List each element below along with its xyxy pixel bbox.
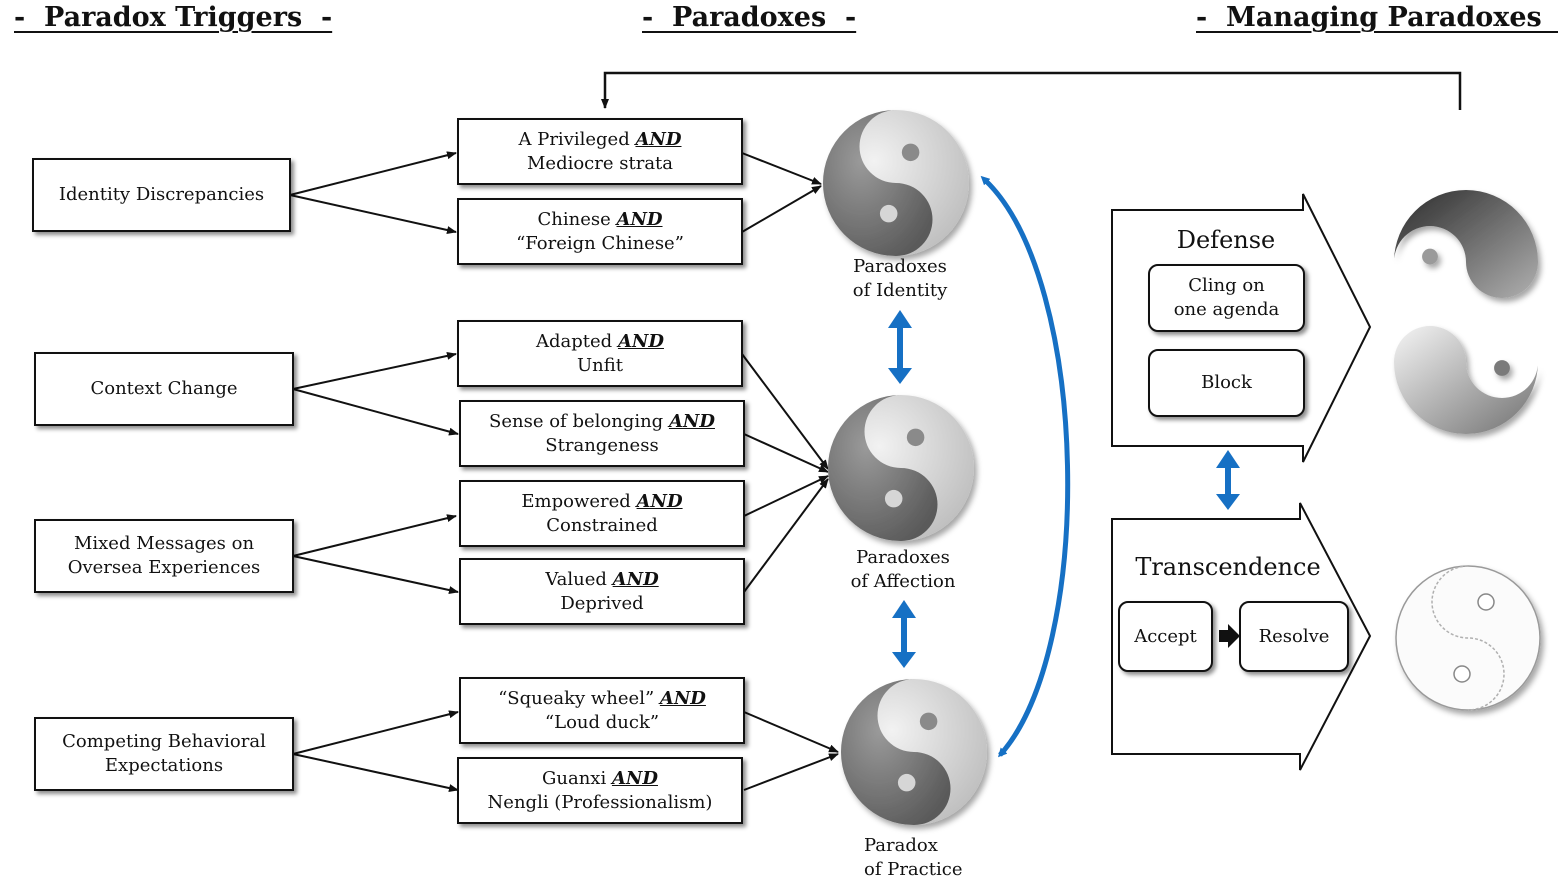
pair-box-adapted-unfit: Adapted AND Unfit <box>457 320 743 387</box>
paradox-label-line: of Affection <box>850 571 956 592</box>
trigger-arrow <box>292 710 459 755</box>
double-arrow-icon <box>892 600 916 668</box>
pair-term: Mediocre strata <box>526 152 674 174</box>
pair-term: “Loud duck” <box>544 711 660 733</box>
trigger-competing-expectations: Competing Behavioral Expectations <box>34 717 294 791</box>
accept-box: Accept <box>1118 601 1213 672</box>
pair-arrow <box>743 753 839 791</box>
pair-box-guanxi-nengli: Guanxi AND Nengli (Professionalism) <box>457 757 743 824</box>
trigger-mixed-messages: Mixed Messages on Oversea Experiences <box>34 519 294 593</box>
pair-box-empowered-constrained: Empowered AND Constrained <box>459 480 745 547</box>
pair-term: Strangeness <box>545 434 659 456</box>
pair-term: “Squeaky wheel” <box>498 687 655 709</box>
defense-title: Defense <box>1176 226 1276 254</box>
pair-box-chinese-foreign: Chinese AND “Foreign Chinese” <box>457 198 743 265</box>
pair-term: Empowered <box>521 490 631 512</box>
defense-item-line: one agenda <box>1173 299 1280 320</box>
paradox-label-line: Paradoxes <box>853 256 947 277</box>
resolve-label: Resolve <box>1258 625 1330 647</box>
pair-term: Adapted <box>536 330 613 352</box>
and-keyword: AND <box>635 128 682 150</box>
defense-item-line: Cling on <box>1188 275 1265 296</box>
blue-curved-double-arrow <box>980 175 1071 758</box>
feedback-arrow <box>601 71 1462 110</box>
resolve-box: Resolve <box>1239 601 1349 672</box>
trigger-label: Expectations <box>104 755 224 776</box>
pair-box-belonging-strangeness: Sense of belonging AND Strangeness <box>459 400 745 467</box>
pair-arrow <box>743 433 829 473</box>
pair-arrow <box>741 353 829 470</box>
trigger-arrow <box>289 194 457 234</box>
label-paradoxes-of-affection: Paradoxes of Affection <box>823 546 983 594</box>
yin-yang-half-icon <box>1394 326 1538 434</box>
and-keyword: AND <box>612 568 659 590</box>
and-keyword: AND <box>668 410 715 432</box>
yin-yang-half-icon <box>1394 190 1538 298</box>
header-managing-paradoxes: - Managing Paradoxes - <box>1196 2 1558 33</box>
pair-box-privileged-mediocre: A Privileged AND Mediocre strata <box>457 118 743 185</box>
and-keyword: AND <box>617 330 664 352</box>
trigger-arrow <box>292 351 457 390</box>
header-paradox-triggers: - Paradox Triggers - <box>14 2 333 33</box>
and-keyword: AND <box>616 208 663 230</box>
defense-item-line: Block <box>1201 372 1252 393</box>
pair-term: Sense of belonging <box>489 410 664 432</box>
pair-arrow <box>743 475 829 517</box>
trigger-arrow <box>292 388 459 436</box>
label-paradox-of-practice: Paradox of Practice <box>836 834 996 882</box>
pair-arrow <box>743 711 839 753</box>
paradox-label-line: Paradox <box>864 835 938 856</box>
paradox-label-line: of Identity <box>852 280 948 301</box>
pair-term: Deprived <box>560 592 644 614</box>
trigger-arrow <box>289 151 457 196</box>
pair-term: Unfit <box>576 354 623 376</box>
and-keyword: AND <box>636 490 683 512</box>
pair-term: Chinese <box>537 208 611 230</box>
paradox-label-line: of Practice <box>864 859 963 880</box>
trigger-label: Mixed Messages on <box>73 533 255 554</box>
trigger-label: Oversea Experiences <box>67 557 261 578</box>
trigger-label: Context Change <box>90 378 238 399</box>
trigger-arrow <box>292 555 459 594</box>
double-arrow-icon <box>1216 450 1240 510</box>
header-paradoxes: - Paradoxes - <box>642 2 857 33</box>
pair-box-valued-deprived: Valued AND Deprived <box>459 558 745 625</box>
pair-term: Nengli (Professionalism) <box>487 791 713 813</box>
pair-term: Guanxi <box>542 767 607 789</box>
pair-term: Constrained <box>546 514 658 536</box>
pair-arrow <box>741 185 822 233</box>
trigger-context-change: Context Change <box>34 352 294 426</box>
right-arrow-icon <box>1219 624 1240 648</box>
accept-label: Accept <box>1134 625 1197 647</box>
label-paradoxes-of-identity: Paradoxes of Identity <box>820 255 980 303</box>
pair-term: “Foreign Chinese” <box>516 232 684 254</box>
double-arrow-icon <box>888 310 912 384</box>
and-keyword: AND <box>659 687 706 709</box>
and-keyword: AND <box>611 767 658 789</box>
defense-block-box: Block <box>1148 349 1305 417</box>
pair-term: Valued <box>545 568 607 590</box>
trigger-label: Competing Behavioral <box>62 731 266 752</box>
pair-arrow <box>743 478 829 593</box>
pair-arrow <box>741 152 822 185</box>
trigger-arrow <box>292 753 459 792</box>
transcendence-title: Transcendence <box>1135 553 1321 581</box>
yin-yang-icon <box>828 395 974 541</box>
trigger-arrow <box>292 514 457 557</box>
paradox-label-line: Paradoxes <box>856 547 950 568</box>
defense-cling-box: Cling on one agenda <box>1148 264 1305 332</box>
yin-yang-icon <box>841 679 987 825</box>
pair-box-squeaky-loud: “Squeaky wheel” AND “Loud duck” <box>459 677 745 744</box>
yin-yang-icon <box>823 110 969 256</box>
trigger-label: Identity Discrepancies <box>58 184 265 205</box>
pair-term: A Privileged <box>518 128 630 150</box>
yin-yang-white-icon <box>1395 565 1541 711</box>
trigger-identity-discrepancies: Identity Discrepancies <box>32 158 291 232</box>
